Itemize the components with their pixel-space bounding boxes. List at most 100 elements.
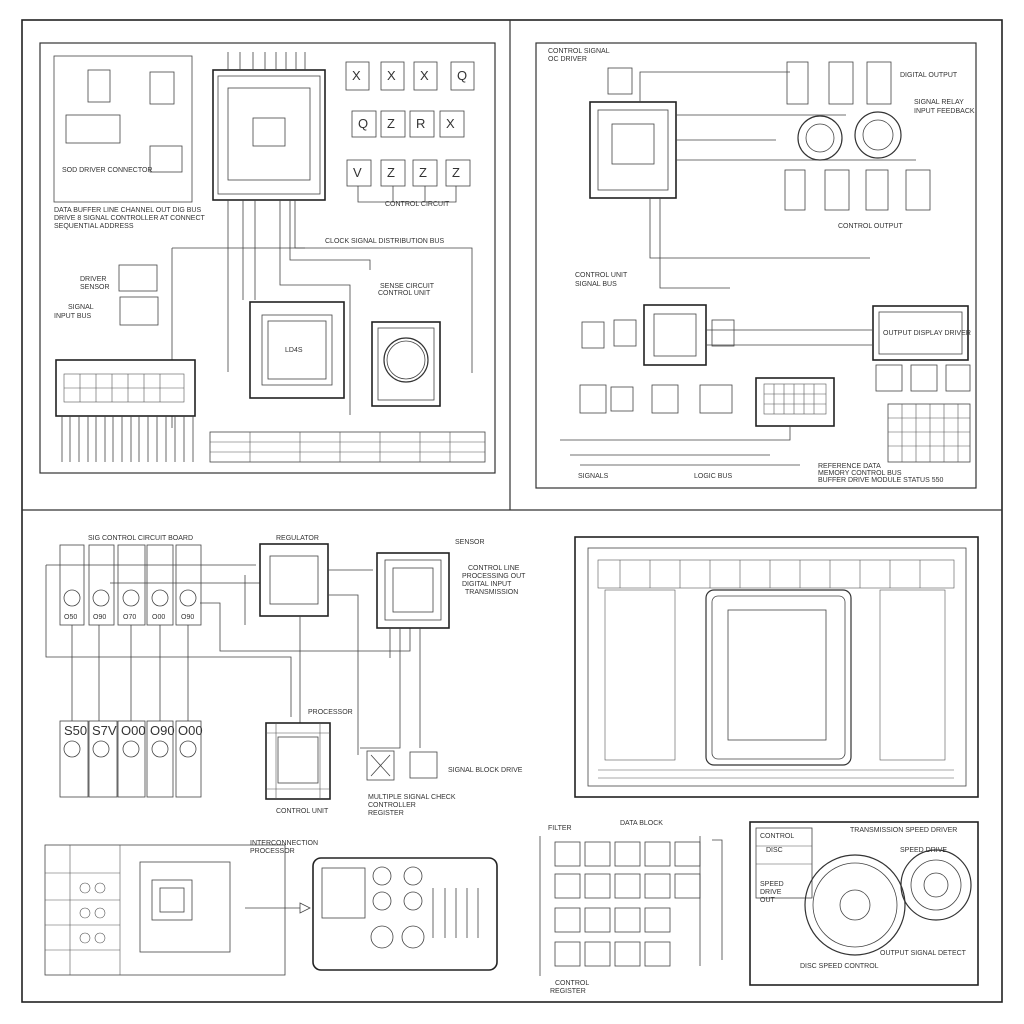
label: SIGNAL BLOCK DRIVE — [448, 767, 523, 774]
label: DISC — [766, 847, 783, 854]
label: DRIVER — [80, 276, 106, 283]
sensor-chip — [376, 552, 450, 629]
signal-wires — [639, 71, 916, 289]
signal-wires — [227, 200, 473, 415]
label: DISC SPEED CONTROL — [800, 963, 879, 970]
label: INTERCONNECTION — [250, 840, 318, 847]
label: CONTROL — [555, 980, 589, 987]
module-label: O90 — [150, 723, 175, 738]
label: SIGNAL BUS — [575, 281, 617, 288]
panel-top-right: CONTROL SIGNAL OC DRIVER DIGITAL OUTPUT … — [535, 42, 977, 489]
label: CONTROL UNIT — [575, 272, 628, 279]
label: MEMORY CONTROL BUS — [818, 470, 902, 477]
terminal-grid — [209, 431, 486, 463]
relay — [366, 750, 395, 781]
label: DIGITAL INPUT — [462, 581, 512, 588]
label: REGISTER — [368, 810, 404, 817]
panel-bottom-left: SIG CONTROL CIRCUIT BOARD O50 O90 O70 O0… — [44, 535, 526, 976]
module-label: O90 — [93, 614, 106, 621]
note: SEQUENTIAL ADDRESS — [54, 223, 134, 230]
label: CONTROL UNIT — [378, 290, 431, 297]
label: DRIVE — [760, 889, 782, 896]
module-label: O90 — [181, 614, 194, 621]
module-label: O00 — [178, 723, 203, 738]
module-label: O00 — [121, 723, 146, 738]
panel-bottom-right: FILTER DATA BLOCK CONTROL REGISTER CONTR… — [539, 536, 979, 995]
label: OUT — [760, 897, 776, 904]
label: DATA BLOCK — [620, 820, 663, 827]
label: SPEED — [760, 881, 784, 888]
gate-letter: Z — [419, 165, 427, 180]
label: SIGNAL RELAY — [914, 99, 964, 106]
grid-processor: PROCESSOR CONTROL UNIT — [265, 709, 353, 815]
label: REGULATOR — [276, 535, 319, 542]
label: TRANSMISSION — [465, 589, 518, 596]
gate-letter: Z — [387, 116, 395, 131]
logic-gates: X X X Q Q Z R X V Z Z Z — [345, 61, 475, 203]
label: PROCESSOR — [308, 709, 353, 716]
panel-top-left: SOD DRIVER CONNECTOR DATA BUFFER LINE CH… — [39, 42, 496, 474]
gate-letter: Q — [358, 116, 368, 131]
label: CONTROL OUTPUT — [838, 223, 903, 230]
control-console — [312, 857, 498, 971]
module-label: S50 — [64, 723, 87, 738]
label: OUTPUT DISPLAY DRIVER — [883, 330, 971, 337]
chip-layout-plan — [574, 536, 979, 798]
connector-block — [55, 359, 196, 462]
label: CONTROL SIGNAL — [548, 48, 610, 55]
label: CONTROL UNIT — [276, 808, 329, 815]
relay — [409, 751, 438, 779]
label: FILTER — [548, 825, 572, 832]
gate-letter: V — [353, 165, 362, 180]
gate-letter: Z — [387, 165, 395, 180]
label: OUTPUT SIGNAL DETECT — [880, 950, 967, 957]
label: SIG CONTROL CIRCUIT BOARD — [88, 535, 193, 542]
label: INPUT BUS — [54, 313, 92, 320]
label: CONTROL — [760, 833, 794, 840]
label: PROCESSING OUT — [462, 573, 526, 580]
bus-label: CONTROL CIRCUIT — [385, 201, 450, 208]
circuit-board: INTERCONNECTION PROCESSOR — [44, 840, 318, 976]
main-processor-chip — [212, 52, 326, 201]
processor-chip — [589, 101, 677, 199]
note: DRIVE 8 SIGNAL CONTROLLER AT CONNECT — [54, 215, 206, 222]
label: SENSE CIRCUIT — [380, 283, 435, 290]
secondary-chip: LD4S — [249, 301, 345, 399]
center-chip — [643, 304, 707, 366]
module-row-bottom: S50 S7V O00 O90 O00 — [59, 720, 203, 798]
label: SENSOR — [455, 539, 485, 546]
label: SENSOR — [80, 284, 110, 291]
gate-letter: X — [446, 116, 455, 131]
subcircuit-box — [53, 55, 193, 203]
terminal-grid — [887, 403, 971, 463]
gate-letter: X — [420, 68, 429, 83]
note: SOD DRIVER CONNECTOR — [62, 167, 153, 174]
panel-border — [39, 42, 496, 474]
label: BUFFER DRIVE MODULE STATUS 550 — [818, 477, 943, 484]
label: SIGNAL — [68, 304, 94, 311]
label: CONTROL LINE — [468, 565, 520, 572]
signal-wires — [45, 564, 411, 721]
module-label: S7V — [92, 723, 117, 738]
relay-matrix: FILTER DATA BLOCK CONTROL REGISTER — [539, 820, 723, 995]
module-label: O00 — [152, 614, 165, 621]
gate-letter: X — [352, 68, 361, 83]
label: PROCESSOR — [250, 848, 295, 855]
label: CONTROLLER — [368, 802, 416, 809]
label: SPEED DRIVE — [900, 847, 947, 854]
label: OC DRIVER — [548, 56, 587, 63]
gate-letter: Z — [452, 165, 460, 180]
label: TRANSMISSION SPEED DRIVER — [850, 827, 957, 834]
module-label: O70 — [123, 614, 136, 621]
note: DATA BUFFER LINE CHANNEL OUT DIG BUS — [54, 207, 201, 214]
coil — [854, 111, 902, 159]
label: LOGIC BUS — [694, 473, 732, 480]
gate-letter: X — [387, 68, 396, 83]
label: DIGITAL OUTPUT — [900, 72, 958, 79]
disc-drive-diagram: CONTROL DISC SPEED DRIVE OUT TRANSMISSIO… — [749, 821, 979, 986]
module-label: O50 — [64, 614, 77, 621]
keypad-module — [755, 377, 835, 427]
label: SIGNALS — [578, 473, 609, 480]
panel-border — [535, 42, 977, 489]
